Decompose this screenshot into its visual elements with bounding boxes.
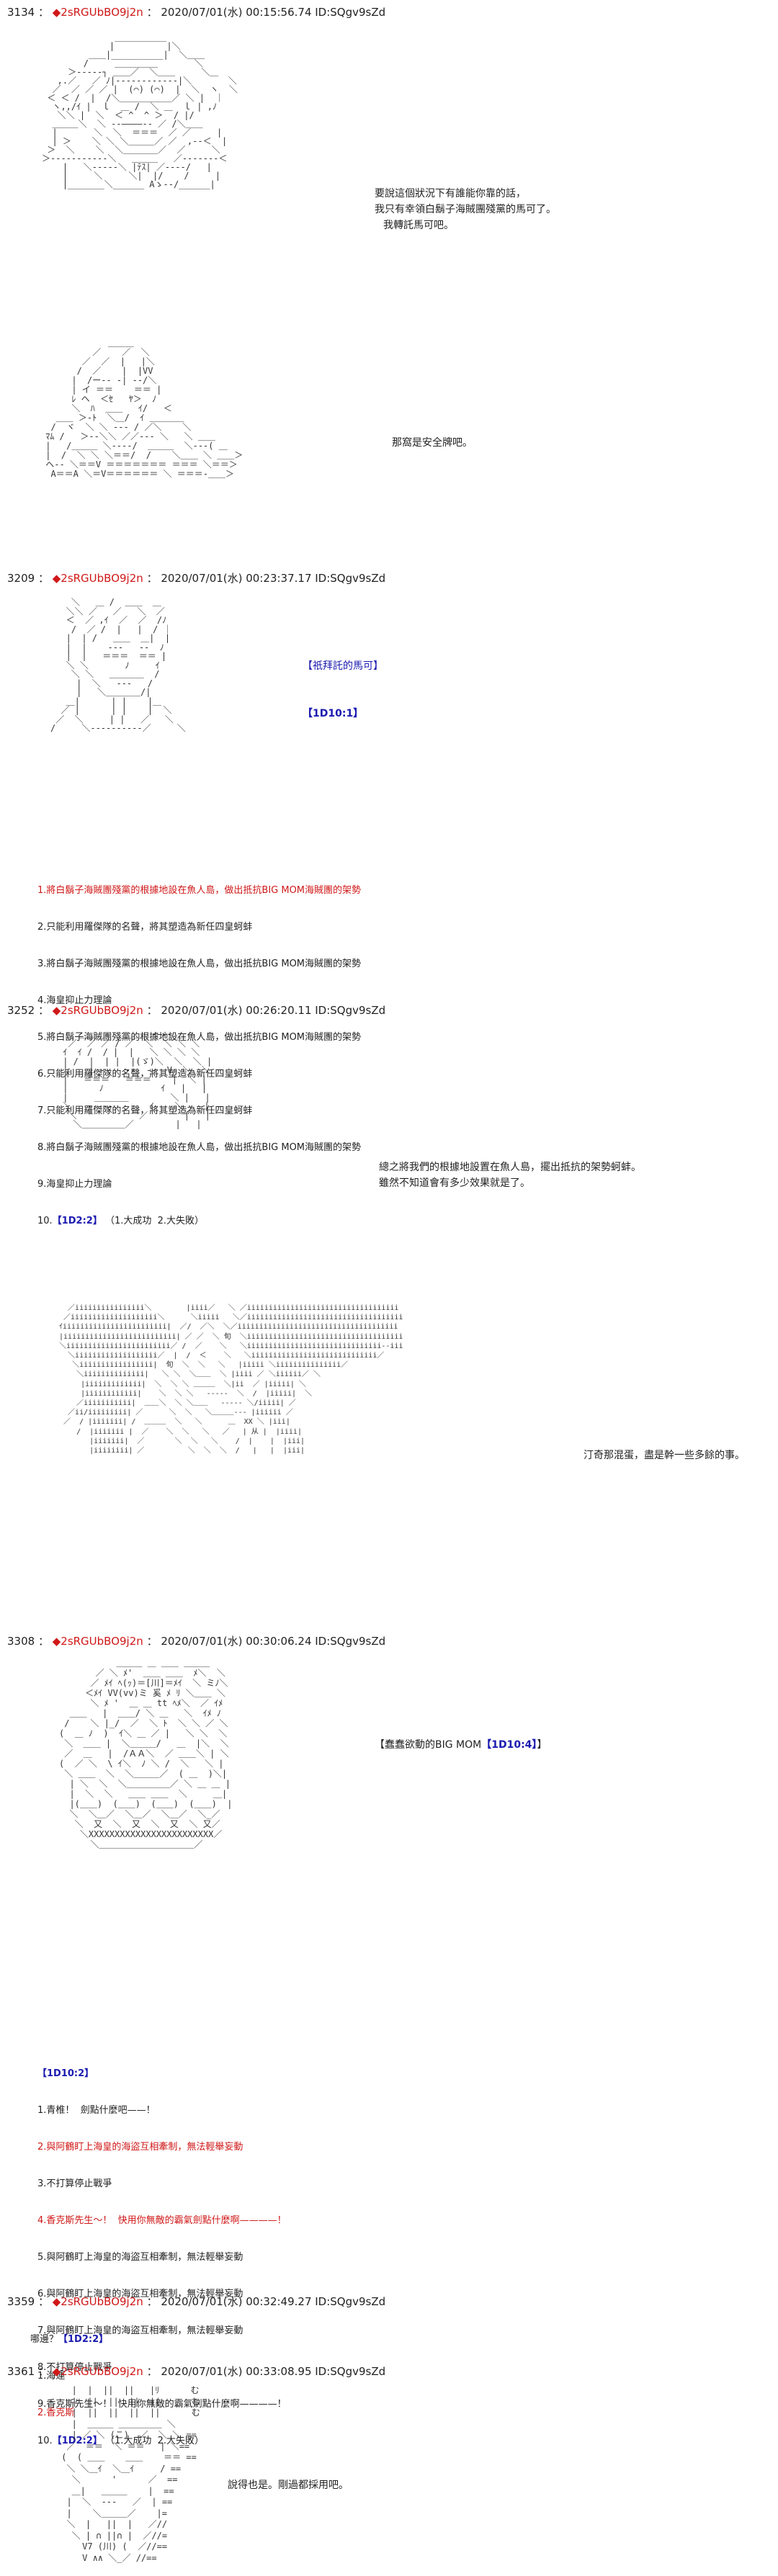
list-item: 3.將白鬍子海賊團殘黨的根據地設在魚人島，做出抵抗BIG MOM海賊團的架勢 <box>37 959 362 969</box>
dice-roll: 【1D10:1】 <box>303 708 364 719</box>
poster-name: ◆2sRGUbBO9j2n <box>52 6 143 19</box>
dice-roll: 【1D10:2】 <box>37 2068 94 2079</box>
list-item: 4.香克斯先生～！ 快用你無敵的霸氣劍點什麼啊————！ <box>37 2215 287 2226</box>
list-number: 10. <box>37 1216 53 1226</box>
post-number[interactable]: 3134 <box>7 6 35 19</box>
post-header: 3308 ： ◆2sRGUbBO9j2n ： 2020/07/01(水) 00:… <box>7 1633 385 1648</box>
header-separator: ： <box>35 2295 53 2308</box>
ascii-art: | | || || |ﾘ む | || || || |( む | || || |… <box>61 2385 200 2563</box>
dialogue: 那窩是安全牌吧。 <box>392 435 473 451</box>
dialogue: 總之將我們的根據地設置在魚人島，擺出抵抗的架勢蚵蚌。 雖然不知道會有多少效果就是… <box>379 1159 641 1191</box>
roll-legend: （1.大成功 2.大失敗） <box>104 2436 205 2446</box>
scene-caption: 【祇拜託的馬可】 <box>303 660 383 672</box>
post-meta: ： 2020/07/01(水) 00:23:37.17 ID:SQgv9sZd <box>146 572 386 585</box>
dialogue-line: 我只有幸領白鬍子海賊團殘黨的馬可了。 <box>375 204 556 215</box>
list-item: 5.將白鬍子海賊團殘黨的根據地設在魚人島，做出抵抗BIG MOM海賊團的架勢 <box>37 1032 362 1043</box>
post-number[interactable]: 3359 <box>7 2295 35 2308</box>
ascii-art: ＼ ＿ / ＿＿ ＿ ＼＼ ／ ／ ＼ ／ ＜ ／ ,ｲ ／ ／ /ﾉ / ／ … <box>50 597 186 733</box>
roll-legend: （1.大成功 2.大失敗） <box>104 1216 205 1226</box>
choice-list: 【1D10:2】 1.青椎！ 劍點什麼吧——！ 2.與阿鶴盯上海皇的海盜互相牽制… <box>37 2043 287 2472</box>
post-number[interactable]: 3252 <box>7 1004 35 1017</box>
ascii-art: ＿＿＿ ＿ ＿＿ ＿＿＿ ／ ＼ ﾒ' ＿＿ ＿＿ ﾒ＼ ＼ ／ ﾒｲ ﾍ(ｯ)… <box>59 1658 233 1849</box>
list-item: 6.只能利用羅傑隊的名聲，將其塑造為新任四皇蚵蚌 <box>37 1069 253 1080</box>
dialogue-line: 要說這個狀況下有誰能你靠的話， <box>375 188 526 199</box>
list-item: 7.只能利用羅傑隊的名聲，將其塑造為新任四皇蚵蚌 <box>37 1105 253 1116</box>
list-item: 9.香克斯先生～！ 快用你無敵的霸氣劍點什麼啊————！ <box>37 2399 287 2410</box>
post-meta: ： 2020/07/01(水) 00:30:06.24 ID:SQgv9sZd <box>146 1635 386 1648</box>
list-item: 7.與阿鶴盯上海皇的海盜互相牽制，無法輕舉妄動 <box>37 2325 243 2336</box>
caption-close: 】 <box>537 1739 547 1751</box>
list-item-roll: 10.【1D2:2】 （1.大成功 2.大失敗） <box>37 1215 361 1227</box>
post-meta: ： 2020/07/01(水) 00:33:08.95 ID:SQgv9sZd <box>146 2365 386 2378</box>
caption-text: 【蠢蠢欲動的BIG MOM <box>375 1739 482 1751</box>
poster-name: ◆2sRGUbBO9j2n <box>52 1004 143 1017</box>
list-item: 6.與阿鶴盯上海皇的海盜互相牽制，無法輕舉妄動 <box>37 2289 243 2299</box>
list-item: 4.海皇抑止力理論 <box>37 995 112 1006</box>
option-item: 2.香克斯 <box>37 2407 75 2418</box>
question-text: 哪邊？ <box>30 2334 59 2345</box>
ascii-art: ＿＿ ＿ ＿＿＿ ‐‐‐‐ ＿ ／ ／ ／ / ／ ＼ ＼ ＼ ＼ ｲ ｲ / … <box>63 1029 213 1129</box>
list-item: 8.將白鬍子海賊團殘黨的根據地設在魚人島，做出抵抗BIG MOM海賊團的架勢 <box>37 1142 362 1153</box>
poster-name: ◆2sRGUbBO9j2n <box>52 2365 143 2378</box>
post-number[interactable]: 3209 <box>7 572 35 585</box>
list-item: 9.海皇抑止力理論 <box>37 1179 112 1190</box>
list-item: 2.與阿鶴盯上海皇的海盜互相牽制，無法輕舉妄動 <box>37 2142 243 2153</box>
post-meta: ： 2020/07/01(水) 00:15:56.74 ID:SQgv9sZd <box>146 6 386 19</box>
dice-roll: 【1D2:2】 <box>52 1216 102 1226</box>
dialogue-line: 雖然不知道會有多少效果就是了。 <box>379 1177 530 1189</box>
post-header: 3252 ： ◆2sRGUbBO9j2n ： 2020/07/01(水) 00:… <box>7 1002 385 1018</box>
post-header: 3359 ： ◆2sRGUbBO9j2n ： 2020/07/01(水) 00:… <box>7 2294 385 2309</box>
dialogue-line: 總之將我們的根據地設置在魚人島，擺出抵抗的架勢蚵蚌。 <box>379 1162 641 1173</box>
header-separator: ： <box>35 572 53 585</box>
post-header: 3134 ： ◆2sRGUbBO9j2n ： 2020/07/01(水) 00:… <box>7 4 385 19</box>
header-separator: ： <box>35 1635 53 1648</box>
dialogue: 汀奇那混蛋，盡是幹一些多餘的事。 <box>584 1450 745 1461</box>
question: 哪邊？【1D2:2】 <box>30 2333 108 2346</box>
header-separator: ： <box>35 2365 53 2378</box>
ascii-art: ＿＿＿ ／ ／ ＼ ／ ／ | |＼ / ／ | |VV | /ー‐‐ ‐| ‐… <box>45 338 243 479</box>
list-item: 8.不打算停止戰爭 <box>37 2362 112 2373</box>
poster-name: ◆2sRGUbBO9j2n <box>52 572 143 585</box>
ascii-art: ／iiiiiiiiiiiiiiii＼ |iiii／ ＼ ／iiiiiiiiiii… <box>59 1304 403 1455</box>
scene-caption: 【蠢蠢欲動的BIG MOM【1D10:4】】 <box>375 1737 547 1753</box>
post-header: 3361 ： ◆2sRGUbBO9j2n ： 2020/07/01(水) 00:… <box>7 2364 385 2379</box>
header-separator: ： <box>35 6 53 19</box>
post-meta: ： 2020/07/01(水) 00:32:49.27 ID:SQgv9sZd <box>146 2295 386 2308</box>
post-number[interactable]: 3308 <box>7 1635 35 1648</box>
post-number[interactable]: 3361 <box>7 2365 35 2378</box>
question-block: 哪邊？【1D2:2】 1.海運 2.香克斯 <box>30 2309 108 2443</box>
dice-roll: 【1D2:2】 <box>58 2334 109 2345</box>
list-number: 10. <box>37 2436 53 2446</box>
dice-roll: 【1D2:2】 <box>52 2436 102 2446</box>
post-meta: ： 2020/07/01(水) 00:26:20.11 ID:SQgv9sZd <box>146 1004 386 1017</box>
dialogue-line: 那窩是安全牌吧。 <box>392 437 473 449</box>
choice-list: 1.將白鬍子海賊團殘黨的根據地設在魚人島，做出抵抗BIG MOM海賊團的架勢 2… <box>37 860 361 1252</box>
dialogue-line: 我轉託馬可吧。 <box>383 220 454 231</box>
header-separator: ： <box>35 1004 53 1017</box>
poster-name: ◆2sRGUbBO9j2n <box>52 2295 143 2308</box>
list-item: 2.只能利用羅傑隊的名聲，將其塑造為新任四皇蚵蚌 <box>37 922 253 933</box>
dialogue: 要說這個狀況下有誰能你靠的話， 我只有幸領白鬍子海賊團殘黨的馬可了。 我轉託馬可… <box>375 186 556 233</box>
list-item: 5.與阿鶴盯上海皇的海盜互相牽制，無法輕舉妄動 <box>37 2252 243 2263</box>
post-header: 3209 ： ◆2sRGUbBO9j2n ： 2020/07/01(水) 00:… <box>7 570 385 585</box>
list-item: 1.將白鬍子海賊團殘黨的根據地設在魚人島，做出抵抗BIG MOM海賊團的架勢 <box>37 885 362 896</box>
list-item: 3.不打算停止戰爭 <box>37 2178 112 2189</box>
ascii-art: ＿＿＿＿＿＿ | |＼ ＿＿|__________| ＼＿＿ / ＿＿＿＿＿ ＼… <box>42 32 238 189</box>
list-item-roll: 10.【1D2:2】 （1.大成功 2.大失敗） <box>37 2435 287 2447</box>
dice-roll: 【1D10:4】 <box>481 1739 537 1751</box>
list-item: 1.青椎！ 劍點什麼吧——！ <box>37 2105 156 2116</box>
poster-name: ◆2sRGUbBO9j2n <box>52 1635 143 1648</box>
dialogue: 說得也是。剛過都採用吧。 <box>228 2479 349 2491</box>
option-item: 1.海運 <box>37 2371 66 2382</box>
